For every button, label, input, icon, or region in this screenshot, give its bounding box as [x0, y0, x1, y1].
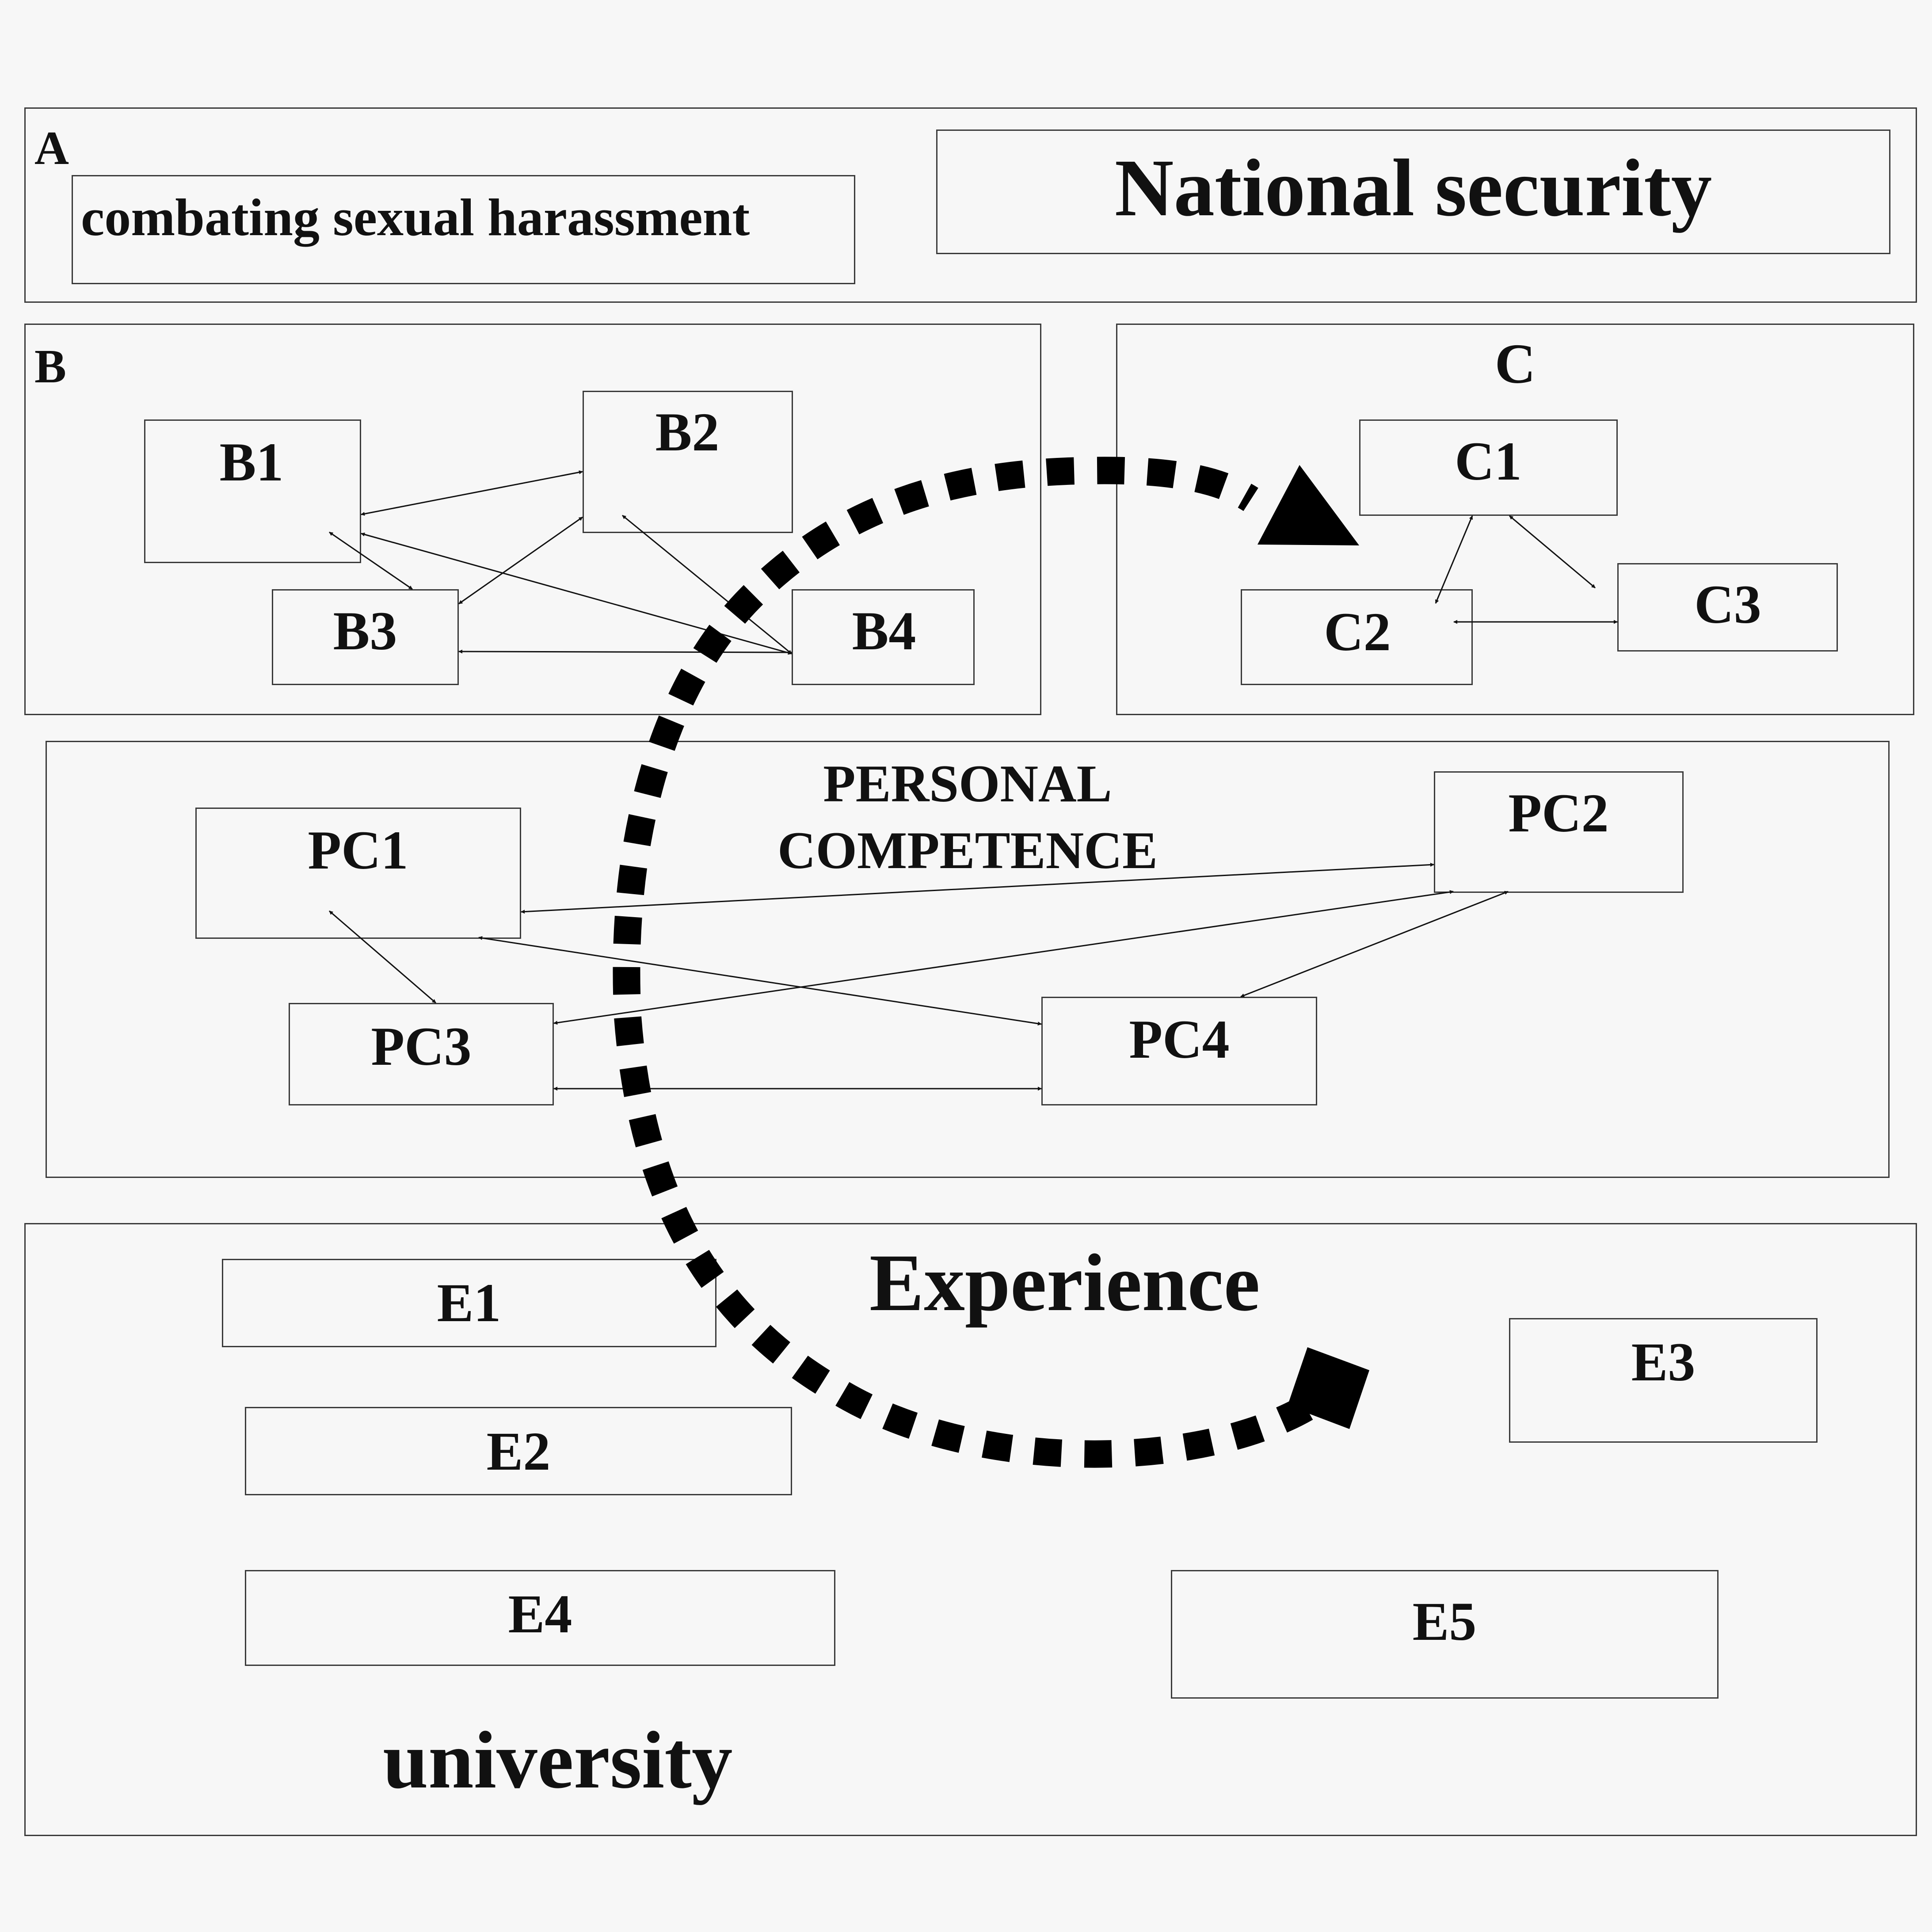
experience-title: Experience — [869, 1238, 1260, 1328]
node-e5 — [1171, 1570, 1719, 1699]
university-footer: university — [383, 1715, 733, 1806]
node-c2 — [1241, 589, 1473, 685]
personal-competence-title-line1: PERSONAL — [823, 754, 1112, 813]
link-pc1-pc3 — [329, 910, 436, 1004]
node-c1 — [1359, 419, 1618, 516]
node-pc3 — [289, 1003, 554, 1105]
panel-b — [24, 324, 1041, 715]
flow-arrow-tail-square — [1288, 1347, 1369, 1429]
node-b4-label: B4 — [852, 601, 916, 661]
node-pc2-label: PC2 — [1508, 783, 1609, 843]
link-b1-b2 — [361, 470, 583, 516]
node-e2-label: E2 — [486, 1421, 551, 1482]
node-e1 — [222, 1259, 716, 1347]
node-e1-label: E1 — [437, 1273, 501, 1333]
node-e3 — [1509, 1318, 1818, 1443]
node-b1-label: B1 — [219, 432, 284, 492]
node-b2-label: B2 — [655, 402, 720, 462]
node-b1 — [144, 419, 361, 563]
panel-c — [1116, 324, 1914, 715]
node-e4-label: E4 — [508, 1584, 572, 1644]
node-e4 — [245, 1570, 835, 1666]
node-pc3-label: PC3 — [371, 1016, 472, 1077]
panel-b-letter: B — [34, 340, 67, 393]
node-c2-label: C2 — [1324, 602, 1391, 662]
panel-personal-competence — [46, 741, 1890, 1178]
node-e3-label: E3 — [1631, 1332, 1696, 1392]
national-security-box — [936, 130, 1890, 254]
combating-sexual-harassment-label: combating sexual harassment — [81, 188, 750, 247]
node-e5-label: E5 — [1412, 1591, 1477, 1652]
panel-a — [24, 107, 1917, 303]
panel-experience — [24, 1223, 1917, 1836]
link-c1-c2 — [1435, 515, 1473, 604]
flow-arrow-curve — [613, 457, 1313, 1468]
node-e2 — [245, 1407, 792, 1495]
node-pc1-label: PC1 — [308, 820, 408, 880]
link-c1-c3 — [1509, 515, 1596, 589]
node-c1-label: C1 — [1455, 431, 1522, 492]
flow-arrow-head — [1258, 465, 1359, 545]
link-b2-b3 — [458, 516, 583, 605]
node-pc2 — [1434, 771, 1684, 893]
national-security-label: National security — [1114, 143, 1712, 233]
link-b2-b4 — [622, 514, 792, 655]
panel-a-letter: A — [34, 122, 69, 175]
node-c3-label: C3 — [1694, 574, 1761, 635]
panel-c-letter: C — [1494, 332, 1536, 395]
node-b4 — [792, 589, 975, 685]
combating-sexual-harassment-box — [72, 175, 855, 284]
node-c3 — [1617, 563, 1838, 652]
link-pc2-pc4 — [1240, 891, 1509, 998]
